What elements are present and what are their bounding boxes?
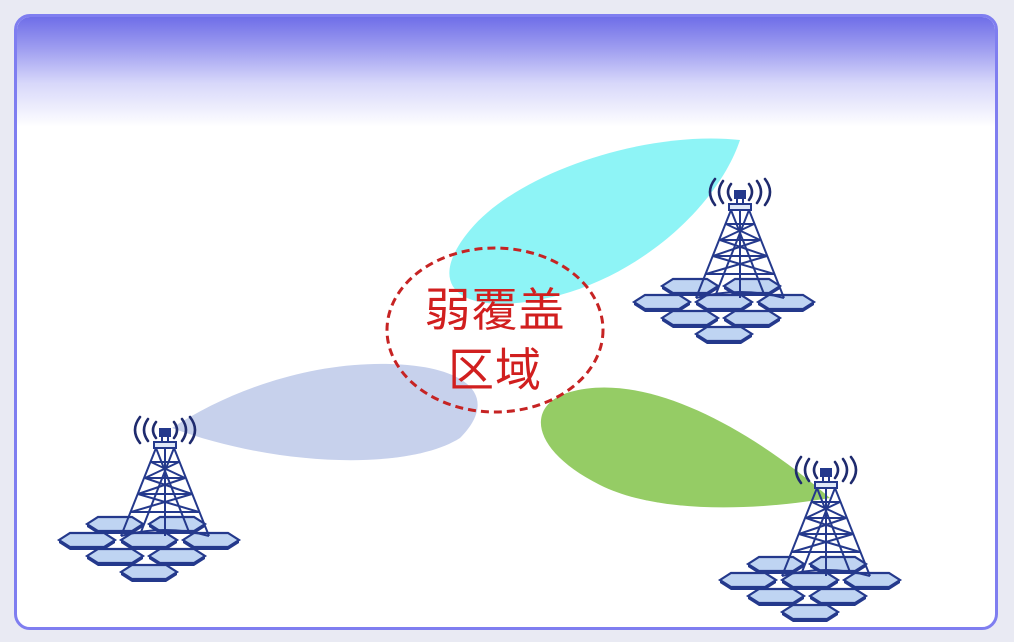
coverage-beam-cyan (449, 138, 740, 304)
coverage-beam-green (540, 387, 830, 508)
weak-coverage-label: 弱覆盖 区域 (380, 280, 610, 400)
header-band (17, 17, 995, 127)
cell-tower-icon (59, 417, 239, 582)
weak-coverage-circle (385, 246, 605, 414)
weak-coverage-label-line1: 弱覆盖 (424, 283, 566, 337)
weak-coverage-label-line2: 区域 (448, 343, 542, 397)
base-station-left (59, 417, 239, 582)
coverage-beam-lavender (172, 363, 478, 461)
